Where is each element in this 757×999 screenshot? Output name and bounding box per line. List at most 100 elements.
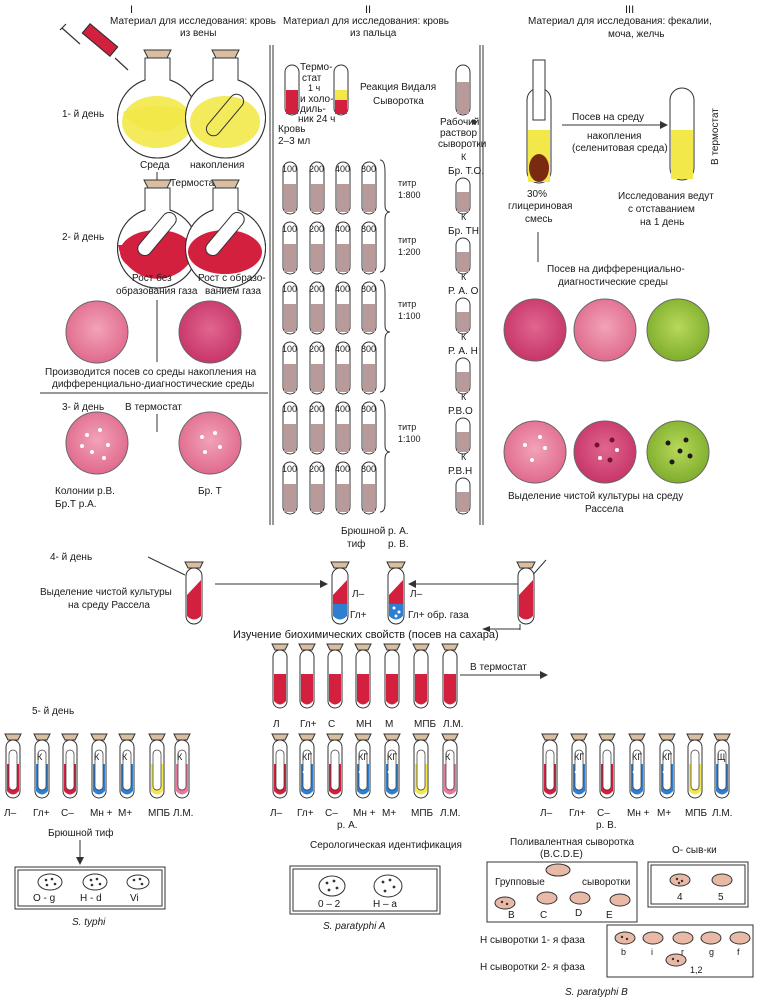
- dish-iii-1: [503, 298, 567, 362]
- column-dividers: [40, 45, 484, 525]
- k-label: К: [461, 392, 467, 402]
- sugar-right-label: Л.М.: [712, 808, 732, 819]
- box-paratyphi-a: [289, 865, 441, 915]
- sugar-top-label: Гл+: [300, 719, 317, 730]
- sugar-tube: [598, 733, 616, 799]
- pure-1: Выделение чистой культуры на среду: [508, 491, 683, 502]
- dilution-tube: 100: [282, 341, 298, 395]
- antigen-label: Бр. Т.О.: [448, 166, 484, 177]
- thermo-6: ник 24 ч: [298, 114, 335, 125]
- russell-tube-1: [330, 561, 350, 625]
- thermo-5: диль-: [300, 104, 326, 115]
- petri-dish-pink-1: [65, 300, 129, 364]
- dilution-label: 400: [335, 404, 350, 414]
- thermo-3: 1 ч: [308, 83, 321, 93]
- dilution-label: 200: [309, 464, 324, 474]
- sugar-left-label: Мн +: [90, 808, 113, 819]
- sugar-left-label: Л–: [4, 808, 17, 819]
- sugar-top-label: МПБ: [414, 719, 437, 730]
- dilution-tube: 200: [309, 461, 325, 515]
- dilution-label: 400: [335, 164, 350, 174]
- sugar-tube: [4, 733, 22, 799]
- tube-mark: К: [445, 752, 451, 762]
- antigen-tube: КБр. ТН: [448, 212, 479, 275]
- sugar-right-label: Л–: [540, 808, 553, 819]
- sugar-right-label: С–: [597, 808, 610, 819]
- sugar-tube: [61, 733, 79, 799]
- isolation-1: Выделение чистой культуры: [40, 587, 172, 598]
- tube-mark: Щ: [717, 752, 726, 762]
- sugar-left-label: Гл+: [33, 808, 50, 819]
- sugar-tube: [326, 733, 344, 799]
- col3-title-2: моча, желчь: [608, 29, 665, 40]
- sugar-top-label: Л: [273, 719, 280, 730]
- dilution-tube: 400: [335, 221, 351, 275]
- dish-iii-3: [646, 298, 710, 362]
- isolation-2: на среду Рассела: [68, 600, 150, 611]
- subculture-text-1: Производится посев со среды накопления н…: [45, 367, 257, 378]
- antigen-tube: КР.В.Н: [448, 452, 472, 515]
- dilution-label: 100: [282, 284, 297, 294]
- h1-b: b: [621, 947, 626, 957]
- antigen-tube: КР. А. О: [448, 272, 479, 335]
- pa-label-2: р. В.: [388, 539, 409, 550]
- dilution-tube: 800: [361, 341, 377, 395]
- box2-1: H – a: [373, 899, 397, 910]
- antigen-label: Р. А. Н: [448, 346, 478, 357]
- dilution-label: 400: [335, 464, 350, 474]
- dilution-label: 800: [361, 344, 376, 354]
- antigen-label: Р.В.О: [448, 406, 473, 417]
- titer-2: 1:200: [398, 247, 421, 257]
- dilution-tube: 800: [361, 281, 377, 335]
- typhoid-label-2: тиф: [347, 538, 365, 550]
- dilution-label: 800: [361, 284, 376, 294]
- col3-title-1: Материал для исследования: фекалии,: [528, 15, 712, 27]
- column-headers: I Материал для исследования: кровь из ве…: [110, 4, 712, 40]
- sugar-tube: [541, 733, 559, 799]
- dilution-tube: 100: [282, 221, 298, 275]
- polyvalent-2: (B.C.D.E): [540, 849, 583, 860]
- flask-4-red: [185, 179, 266, 289]
- dilution-label: 400: [335, 344, 350, 354]
- dilution-label: 400: [335, 284, 350, 294]
- col2-title-1: Материал для исследования: кровь: [283, 16, 449, 27]
- sugar-mid-label: Мн +: [353, 808, 376, 819]
- sugar-top-label: МН: [356, 719, 372, 730]
- titer-word-1: титр: [398, 178, 416, 188]
- subculture-text-2: дифференциально-диагностические среды: [52, 378, 254, 390]
- antigen-label: Р.В.Н: [448, 466, 472, 477]
- sugar-tube: [412, 733, 430, 799]
- sugar-tube: [326, 643, 344, 709]
- pure-2: Рассела: [585, 504, 624, 515]
- typhoid-bottom: Брюшной тиф: [48, 827, 114, 839]
- day1-label: 1- й день: [62, 109, 104, 120]
- research-3: на 1 день: [640, 217, 684, 228]
- polyvalent-1: Поливалентная сыворотка: [510, 837, 635, 848]
- dilution-label: 200: [309, 224, 324, 234]
- sugar-right-label: МПБ: [685, 808, 708, 819]
- dilution-tube: 800: [361, 221, 377, 275]
- colonies-white: [80, 428, 110, 460]
- pa-label-1: р. А.: [388, 526, 409, 537]
- group-c: C: [540, 910, 547, 921]
- sugar-tube: [271, 643, 289, 709]
- o-sera-label: О- сыв-ки: [672, 845, 717, 856]
- sugar-top-label: Л.М.: [443, 719, 463, 730]
- russell-tube-2: [386, 561, 406, 625]
- sugar-mid-label: Л.М.: [440, 808, 460, 819]
- glyc-1: 30%: [527, 189, 547, 200]
- blood-1: Кровь: [278, 124, 305, 135]
- day4-label: 4- й день: [50, 552, 92, 563]
- day5-label: 5- й день: [32, 706, 74, 717]
- group-2: сыворотки: [582, 877, 630, 888]
- thermostat-label: Термостат: [170, 178, 219, 189]
- dilution-tube: 100: [282, 401, 298, 455]
- tube-mark: К: [122, 752, 128, 762]
- col1-title-2: из вены: [180, 28, 216, 39]
- working-1: Рабочий: [440, 116, 479, 128]
- petri-dish-colonies-2: [178, 411, 242, 475]
- titer-1: 1:800: [398, 190, 421, 200]
- sugar-mid-label: С–: [325, 808, 338, 819]
- dilution-tube: 800: [361, 461, 377, 515]
- titer-word-4: титр: [398, 422, 416, 432]
